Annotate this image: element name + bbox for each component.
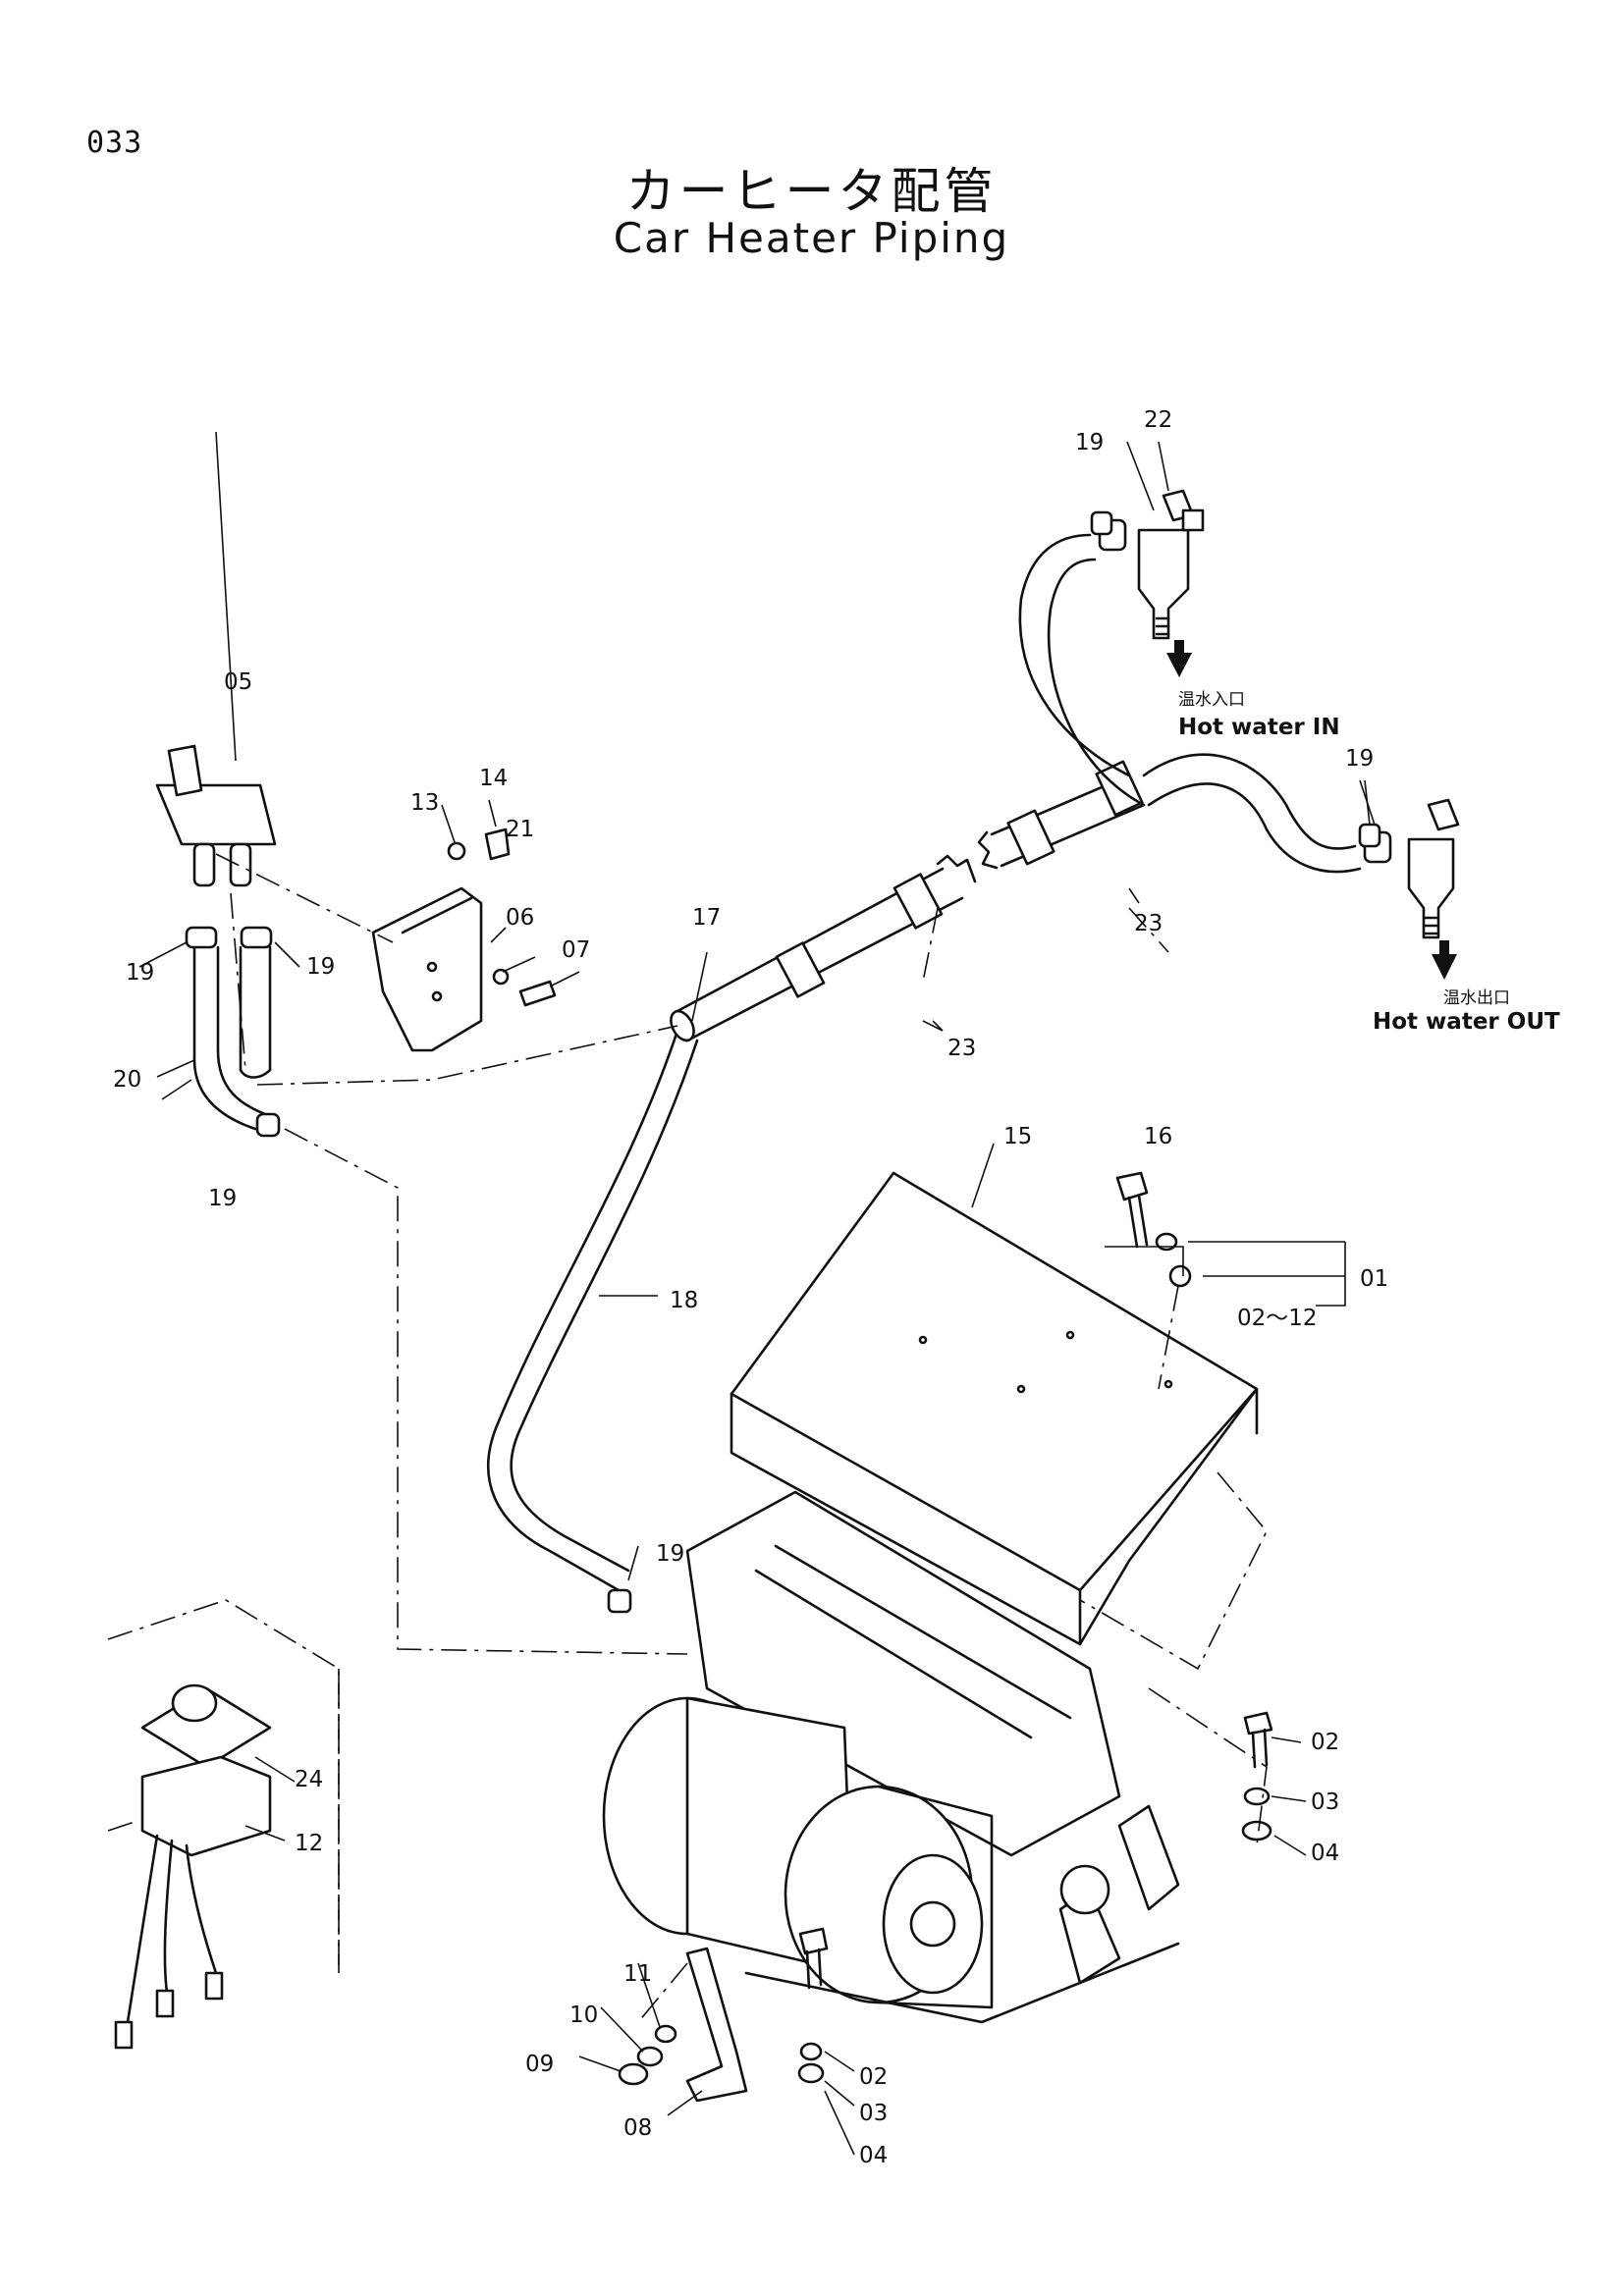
title-japanese: カーヒータ配管 (625, 163, 998, 220)
callout-07: 07 (562, 937, 590, 963)
callout-09: 09 (525, 2052, 554, 2077)
callout-24: 24 (295, 1767, 323, 1792)
hose-18 (486, 1029, 699, 1592)
callout-22: 22 (1144, 407, 1172, 433)
pipe-17 (670, 854, 977, 1042)
hot-water-out-label: Hot water OUT (1373, 1009, 1560, 1035)
callout-03: 03 (1311, 1789, 1339, 1815)
assembly-lines (215, 853, 1268, 2023)
valve-22-inlet (1098, 489, 1205, 677)
hot-water-out-jp: 温水出口 (1443, 988, 1510, 1008)
callout-23: 23 (1134, 911, 1163, 936)
callout-02: 02 (1311, 1730, 1339, 1755)
hot-water-in-jp: 温水入口 (1178, 690, 1245, 710)
callout-16: 16 (1144, 1124, 1172, 1149)
bolts-13-14-06-07 (447, 828, 557, 1007)
callout-11: 11 (623, 1961, 652, 1987)
bolt-02-lower (797, 1927, 829, 2084)
bracket-21 (371, 886, 483, 1052)
callout-19: 19 (1345, 746, 1374, 772)
callout-08: 08 (623, 2115, 652, 2141)
hose-hot-water (1018, 533, 1362, 874)
cover-plate-15 (730, 1171, 1259, 1646)
title-english: Car Heater Piping (613, 214, 1010, 262)
washers-01 (1155, 1232, 1192, 1288)
callout-04: 04 (1311, 1841, 1339, 1866)
clamps-19 (607, 510, 1381, 1614)
callout-01: 01 (1360, 1266, 1388, 1292)
callout-18: 18 (670, 1288, 698, 1313)
callout-04: 04 (859, 2143, 888, 2168)
flow-labels: 温水入口 Hot water IN 温水出口 Hot water OUT (1178, 690, 1560, 1035)
callout-19: 19 (126, 960, 154, 986)
relay-box-12 (114, 1755, 272, 2050)
bolt-16 (1115, 1171, 1149, 1249)
callout-20: 20 (113, 1067, 141, 1093)
pipe-upper-segment (977, 760, 1146, 870)
callout-19: 19 (656, 1541, 684, 1567)
callout-14: 14 (479, 766, 508, 791)
callout-05: 05 (224, 669, 252, 695)
hose-20 (185, 926, 281, 1138)
leader-lines (138, 431, 1376, 2156)
callout-19: 19 (208, 1186, 237, 1211)
callout-12: 12 (295, 1831, 323, 1856)
callout-21: 21 (506, 817, 534, 842)
callout-06: 06 (506, 905, 534, 931)
callout-10: 10 (569, 2002, 598, 2028)
callout-03: 03 (859, 2101, 888, 2126)
callout-17: 17 (692, 905, 721, 931)
hot-water-in-label: Hot water IN (1178, 715, 1340, 740)
bracket-08 (685, 1947, 748, 2103)
callout-19: 19 (1075, 430, 1104, 455)
callouts: 22 19 19 23 23 17 05 14 13 21 06 07 19 1… (113, 407, 1388, 2168)
callout-19: 19 (306, 954, 335, 980)
callout-02: 02 (859, 2064, 888, 2090)
callout-13: 13 (410, 790, 439, 816)
nuts-09-10-11 (618, 2024, 677, 2086)
switch-24 (140, 1683, 272, 1769)
callout-02-12: 02～12 (1237, 1306, 1318, 1331)
callout-23: 23 (947, 1036, 976, 1061)
callout-15: 15 (1003, 1124, 1032, 1149)
valve-05 (155, 744, 277, 887)
bolt-02-right (1241, 1711, 1273, 1842)
heater-unit (602, 1490, 1180, 2024)
page-number: 033 (86, 126, 143, 160)
valve-outlet (1363, 798, 1460, 980)
